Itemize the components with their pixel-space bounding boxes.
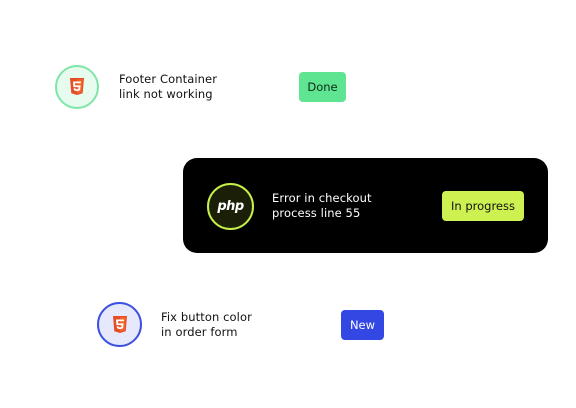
html5-icon (97, 302, 142, 347)
task-title-line1: Fix button color (161, 310, 252, 324)
task-title-line2: link not working (119, 87, 213, 101)
task-item-checkout-card[interactable]: php Error in checkout process line 55 In… (183, 158, 548, 253)
task-title-line1: Footer Container (119, 72, 218, 86)
status-badge-done[interactable]: Done (299, 72, 346, 102)
status-badge-new[interactable]: New (341, 310, 384, 340)
php-icon: php (207, 183, 254, 230)
task-title-line2: in order form (161, 325, 238, 339)
task-title: Error in checkout process line 55 (272, 191, 372, 221)
task-title-line1: Error in checkout (272, 191, 372, 205)
task-title: Fix button color in order form (161, 310, 252, 340)
html5-icon (55, 65, 99, 109)
task-title-line2: process line 55 (272, 206, 361, 220)
task-title: Footer Container link not working (119, 72, 217, 102)
status-badge-in-progress[interactable]: In progress (442, 191, 524, 221)
php-icon-label: php (217, 199, 244, 214)
